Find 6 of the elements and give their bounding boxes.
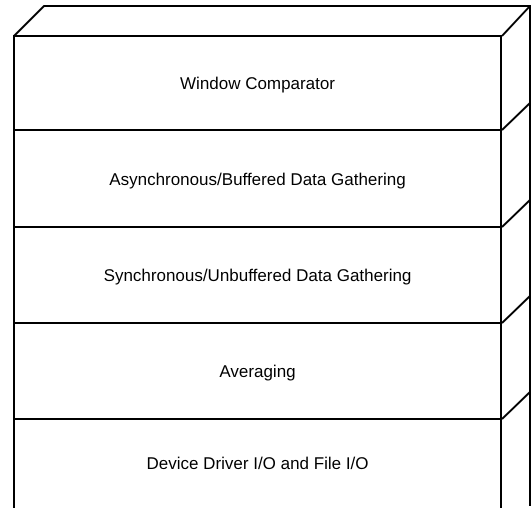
layer-box — [13, 418, 502, 508]
layer-label: Averaging — [219, 362, 296, 382]
layer-label: Asynchronous/Buffered Data Gathering — [109, 170, 406, 190]
layer-label: Window Comparator — [180, 74, 335, 94]
layer-label: Device Driver I/O and File I/O — [146, 454, 368, 474]
layer-label: Synchronous/Unbuffered Data Gathering — [104, 266, 412, 286]
